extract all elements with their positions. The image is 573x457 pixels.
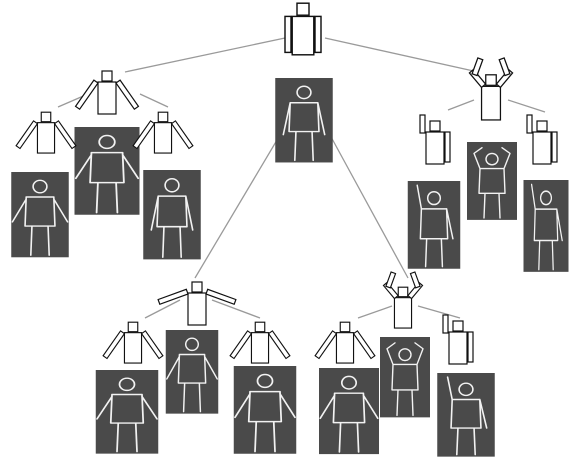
node-left-child-1 [10, 111, 77, 259]
person-thumbnail [522, 179, 570, 273]
stick-figure-icon [442, 314, 474, 365]
edge-root-bottom-right [329, 134, 409, 279]
node-left-group [73, 70, 141, 216]
node-root [274, 2, 334, 164]
edge-root-left [124, 37, 286, 73]
edge-bl-3 [211, 299, 261, 319]
edge-right-1 [447, 99, 475, 111]
stick-figure-icon [526, 114, 558, 165]
stick-figure-icon [382, 271, 424, 329]
node-bottom-left-child-1 [94, 321, 164, 455]
stick-figure-icon [102, 321, 164, 364]
person-thumbnail [436, 372, 496, 457]
edge-root-bottom-left [194, 134, 281, 279]
person-thumbnail [10, 171, 70, 259]
node-bottom-right-child-1 [314, 321, 380, 455]
person-thumbnail [73, 126, 141, 216]
person-thumbnail [165, 329, 219, 415]
edge-bl-1 [144, 299, 181, 319]
person-thumbnail [318, 367, 380, 455]
stick-figure-icon [284, 2, 322, 56]
person-thumbnail [94, 369, 160, 455]
stick-figure-icon [314, 321, 376, 364]
node-bottom-left-child-3 [229, 321, 298, 455]
node-bottom-right-child-3 [436, 314, 496, 457]
node-bottom-right-group [379, 271, 431, 419]
tree-edges [57, 37, 546, 319]
person-thumbnail [379, 336, 431, 419]
person-thumbnail [232, 365, 298, 455]
node-right-child-1 [407, 114, 461, 270]
stick-figure-icon [132, 111, 194, 154]
node-right-group [466, 57, 518, 221]
node-right-child-3 [522, 114, 570, 273]
edge-br-1 [357, 305, 393, 319]
stick-figure-icon [419, 114, 451, 165]
edge-br-3 [417, 305, 461, 319]
person-thumbnail [142, 169, 202, 261]
stick-figure-icon [74, 70, 140, 115]
node-left-child-3 [132, 111, 202, 261]
node-bottom-left-group [157, 281, 237, 415]
stick-figure-icon [468, 57, 514, 121]
edge-left-3 [139, 93, 169, 108]
person-thumbnail [274, 77, 334, 164]
edge-right-3 [507, 99, 546, 113]
stick-figure-icon [15, 111, 77, 154]
stick-figure-icon [157, 281, 237, 326]
person-thumbnail [466, 141, 518, 221]
stick-figure-icon [229, 321, 291, 364]
person-thumbnail [407, 180, 461, 270]
edge-root-right [324, 37, 479, 73]
